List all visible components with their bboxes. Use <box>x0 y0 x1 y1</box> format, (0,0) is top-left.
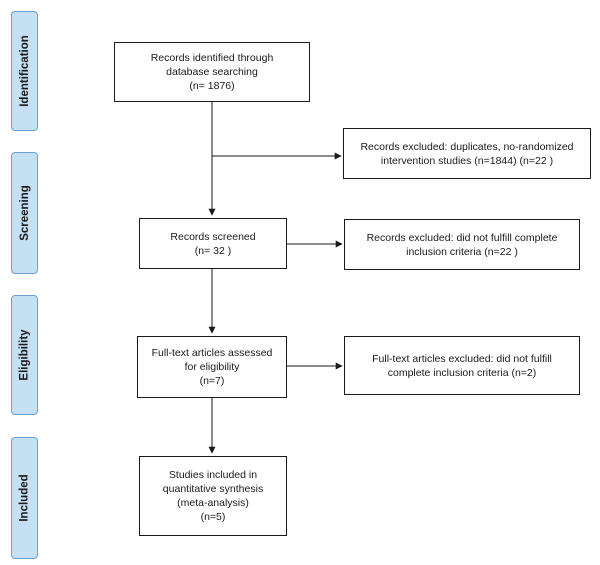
box-studies-included-line4: (n=5) <box>200 511 226 523</box>
phase-screening-label: Screening <box>18 185 31 241</box>
box-studies-included-line1: Studies included in <box>168 469 258 481</box>
box-fulltext-excluded: Full-text articles excluded: did not ful… <box>344 336 580 395</box>
box-fulltext-assessed-line2: for eligibility <box>184 361 240 373</box>
box-records-excluded-duplicates: Records excluded: duplicates, no-randomi… <box>343 128 591 179</box>
phase-identification: Identification <box>11 11 38 131</box>
box-records-screened: Records screened (n= 32 ) <box>139 218 287 269</box>
phase-included-label: Included <box>18 474 31 522</box>
box-excluded-screening-line2: inclusion criteria (n=22 ) <box>406 245 518 258</box>
box-excluded-screening-line1: Records excluded: did not fulfill comple… <box>366 231 558 244</box>
box-fulltext-assessed-line3: (n=7) <box>199 375 225 387</box>
phase-screening: Screening <box>11 152 38 274</box>
box-excluded-duplicates-line1: Records excluded: duplicates, no-randomi… <box>360 140 574 153</box>
box-records-identified-line1: Records identified through <box>150 52 274 64</box>
box-fulltext-excluded-line1: Full-text articles excluded: did not ful… <box>372 352 552 365</box>
phase-eligibility-label: Eligibility <box>18 329 31 381</box>
box-records-excluded-screening: Records excluded: did not fulfill comple… <box>344 219 580 270</box>
box-records-identified: Records identified through database sear… <box>114 42 310 102</box>
box-records-identified-line3: (n= 1876) <box>189 80 235 92</box>
box-records-screened-line1: Records screened <box>170 230 256 243</box>
box-studies-included-line2: quantitative synthesis <box>162 483 264 495</box>
box-excluded-duplicates-line2: intervention studies (n=1844) (n=22 ) <box>380 154 554 167</box>
box-records-identified-line2: database searching <box>166 66 258 78</box>
box-studies-included: Studies included in quantitative synthes… <box>139 456 287 536</box>
box-fulltext-excluded-line2: complete inclusion criteria (n=2) <box>387 366 537 379</box>
phase-identification-label: Identification <box>18 35 31 107</box>
box-records-screened-line2: (n= 32 ) <box>194 244 232 257</box>
box-studies-included-line3: (meta-analysis) <box>177 497 249 509</box>
box-fulltext-assessed: Full-text articles assessed for eligibil… <box>137 336 287 398</box>
phase-included: Included <box>11 437 38 559</box>
phase-eligibility: Eligibility <box>11 295 38 415</box>
box-fulltext-assessed-line1: Full-text articles assessed <box>151 347 273 359</box>
